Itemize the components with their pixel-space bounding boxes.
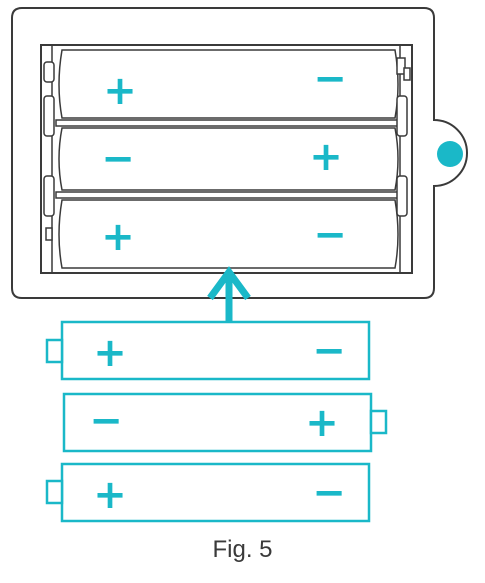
slot-contact-right bbox=[396, 175, 408, 217]
slot-contact-left bbox=[43, 61, 55, 83]
holder-slot-1-left-terminal: + bbox=[103, 68, 137, 114]
holder-mounting-dot bbox=[437, 141, 463, 167]
slot-contact-left bbox=[43, 175, 55, 217]
holder-slot-2-right-terminal: + bbox=[309, 134, 343, 180]
slot-cell-body bbox=[58, 127, 399, 191]
battery-3-left-terminal: + bbox=[93, 472, 127, 518]
loose-battery: + − bbox=[45, 320, 371, 381]
holder-slot bbox=[43, 49, 411, 119]
loose-battery: − + bbox=[62, 392, 388, 453]
holder-tray bbox=[40, 44, 413, 274]
battery-1-left-terminal: + bbox=[93, 330, 127, 376]
holder-slot-3-right-terminal: − bbox=[313, 212, 347, 258]
battery-nub bbox=[45, 479, 64, 505]
battery-2-right-terminal: + bbox=[305, 400, 339, 446]
holder-slot-2-left-terminal: − bbox=[101, 136, 135, 182]
arrow-head bbox=[207, 266, 251, 301]
battery-1-right-terminal: − bbox=[312, 328, 346, 374]
slot-divider bbox=[55, 119, 400, 127]
battery-2-left-terminal: − bbox=[89, 398, 123, 444]
slot-contact-left bbox=[43, 95, 55, 137]
battery-body bbox=[60, 462, 371, 523]
slot-tab-right bbox=[403, 67, 411, 81]
holder-slot bbox=[43, 175, 408, 269]
battery-body bbox=[62, 392, 373, 453]
battery-holder: + − − + + − bbox=[11, 7, 468, 299]
holder-slot-1-right-terminal: − bbox=[313, 56, 347, 102]
slot-divider bbox=[55, 191, 400, 199]
battery-body bbox=[60, 320, 371, 381]
holder-slot bbox=[43, 95, 408, 191]
battery-nub bbox=[45, 338, 64, 364]
battery-nub bbox=[369, 409, 388, 435]
slot-contact-right bbox=[396, 95, 408, 137]
slot-contact-right bbox=[396, 57, 406, 75]
loose-battery: + − bbox=[45, 462, 371, 523]
battery-3-right-terminal: − bbox=[312, 470, 346, 516]
slot-tab-left bbox=[45, 227, 53, 241]
holder-slot-3-left-terminal: + bbox=[101, 214, 135, 260]
battery-installation-diagram: + − − + + − + − − + + − bbox=[11, 7, 468, 523]
figure-caption: Fig. 5 bbox=[212, 536, 273, 563]
